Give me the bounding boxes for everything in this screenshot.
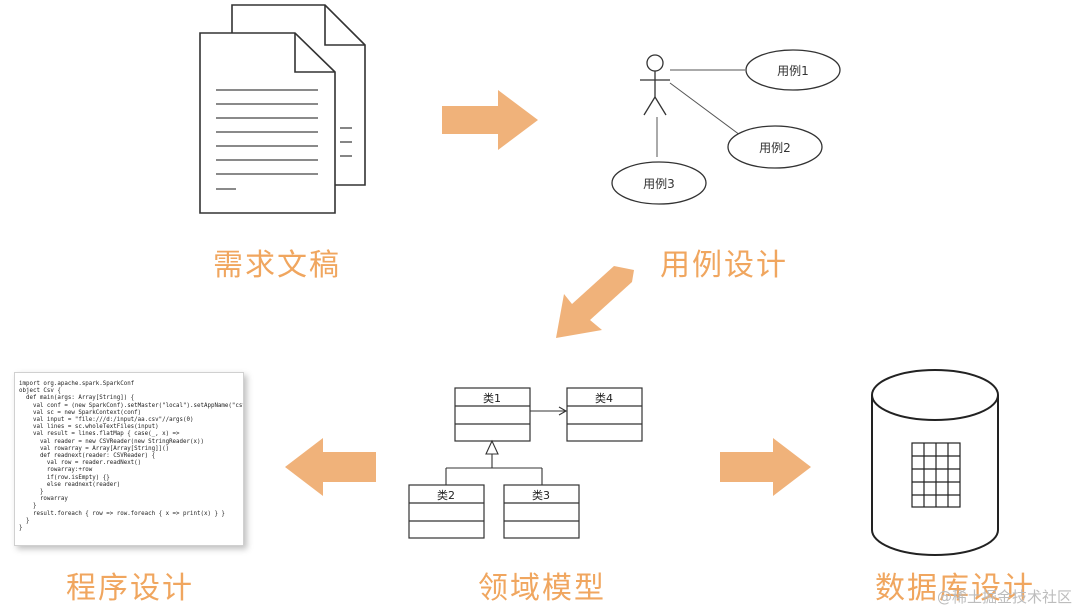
arrow-left: [285, 438, 376, 496]
code-line: object Csv {: [19, 388, 61, 395]
code-line: def readnext(reader: CSVReader) {: [19, 453, 156, 460]
use-case-diagram: 用例1 用例2 用例3: [611, 49, 841, 205]
code-line: }: [19, 489, 44, 496]
label-program-design: 程序设计: [66, 571, 194, 606]
code-line: val rowarray = Array[Array[String]](): [19, 445, 170, 452]
use-case-1-ellipse: [745, 49, 841, 91]
arrow-down-left: [556, 266, 634, 338]
code-line: val input = "file:///d:/input/aa.csv"//a…: [19, 417, 194, 424]
label-requirements-doc: 需求文稿: [213, 248, 341, 283]
arrow-right-top: [442, 90, 538, 150]
code-line: rowarray:+row: [19, 467, 93, 474]
use-case-2-ellipse: [727, 125, 823, 169]
class-3-label: 类3: [532, 488, 550, 502]
code-line: val row = reader.readNext(): [19, 460, 142, 467]
code-line: import org.apache.spark.SparkConf: [19, 381, 135, 387]
code-line: rowarray: [19, 496, 68, 503]
class-2-box: [408, 484, 485, 539]
use-case-1-label: 用例1: [777, 64, 809, 78]
arrow-right-bottom: [720, 438, 811, 496]
database-icon: [871, 369, 999, 556]
code-line: }: [19, 503, 37, 510]
actor-icon: [640, 54, 670, 116]
class-1-box: [454, 387, 531, 442]
code-line: val result = lines.flatMap { case(_, x) …: [19, 431, 180, 438]
code-line: val sc = new SparkContext(conf): [19, 409, 142, 416]
use-case-3-label: 用例3: [643, 177, 675, 191]
class-diagram: 类1 类4 类2 类3: [408, 387, 643, 539]
class-1-label: 类1: [483, 391, 501, 405]
class-4-label: 类4: [595, 391, 613, 405]
code-line: val reader = new CSVReader(new StringRea…: [19, 438, 204, 445]
code-line: if(row.isEmpty) {}: [19, 474, 110, 481]
code-line: else readnext(reader): [19, 481, 121, 488]
label-use-case-design: 用例设计: [660, 248, 788, 283]
documents-icon: [199, 4, 366, 214]
label-domain-model: 领域模型: [478, 571, 606, 606]
class-2-label: 类2: [437, 488, 455, 502]
use-case-2-label: 用例2: [759, 141, 791, 155]
code-line: }: [19, 517, 30, 524]
watermark-text: @稀土掘金技术社区: [936, 588, 1072, 606]
code-line: val lines = sc.wholeTextFiles(input): [19, 424, 159, 431]
class-4-box: [566, 387, 643, 442]
code-line: result.foreach { row => row.foreach { x …: [19, 510, 225, 517]
code-line: val conf = (new SparkConf).setMaster("lo…: [19, 402, 244, 409]
label-database-design: 数据库设计: [875, 571, 1035, 606]
code-line: def main(args: Array[String]) {: [19, 395, 135, 402]
code-line: }: [19, 525, 23, 532]
use-case-3-ellipse: [611, 161, 707, 205]
